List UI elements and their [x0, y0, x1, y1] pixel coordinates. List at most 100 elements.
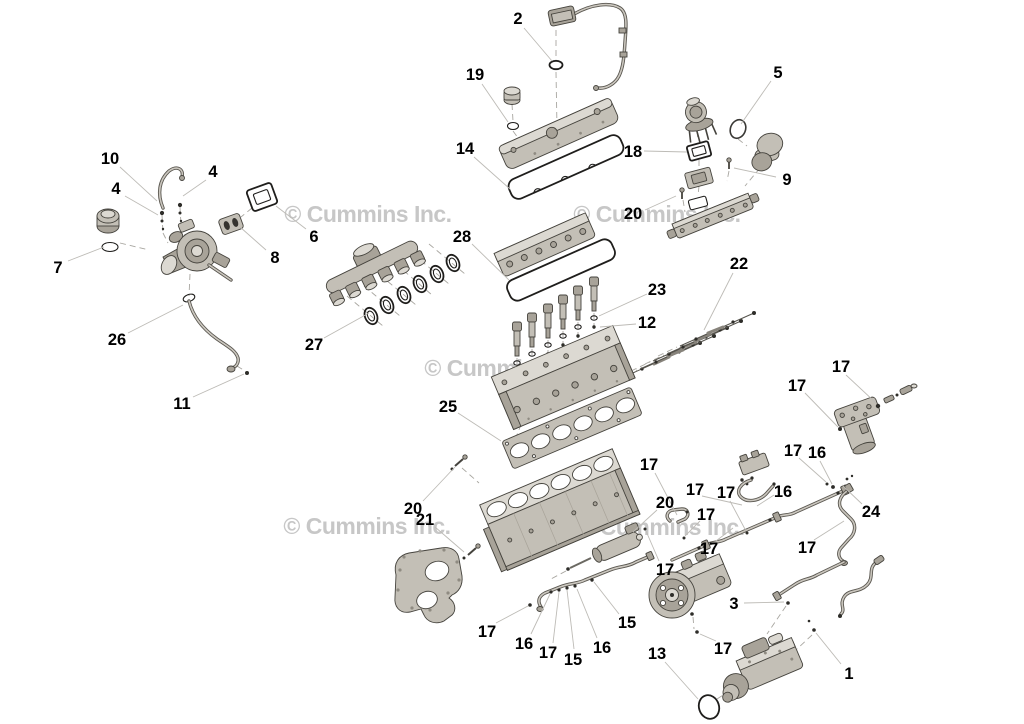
- leader-line: [192, 373, 245, 398]
- callout-25: 25: [439, 398, 457, 416]
- callout-17: 17: [832, 358, 850, 376]
- leader-line: [593, 581, 620, 615]
- cover-screw: [450, 454, 468, 471]
- leader-line: [743, 601, 785, 604]
- leader-line: [471, 243, 510, 281]
- pump-feed-tube: [772, 560, 846, 605]
- leader-line: [523, 27, 553, 62]
- callout-24: 24: [862, 503, 881, 521]
- callout-23: 23: [648, 281, 666, 299]
- rocker-gasket: [506, 238, 616, 302]
- fuel-return-manifold: [738, 449, 770, 486]
- leader-line: [576, 588, 598, 639]
- heater-housing: [684, 166, 714, 190]
- fuel-hose: [807, 555, 885, 632]
- leader-line: [644, 195, 677, 211]
- callout-15: 15: [618, 614, 636, 632]
- leader-line: [530, 593, 551, 635]
- leader-line: [422, 466, 456, 502]
- exhaust-manifold-gaskets: [363, 253, 461, 326]
- callout-17: 17: [478, 623, 496, 641]
- callout-17: 17: [798, 539, 816, 557]
- callout-17: 17: [714, 640, 732, 658]
- oil-fill-cap: [503, 86, 521, 105]
- callout-9: 9: [782, 171, 791, 189]
- leader-line: [124, 195, 159, 216]
- callout-18: 18: [624, 143, 642, 161]
- leader-line: [703, 272, 734, 331]
- leader-line: [457, 412, 502, 442]
- callout-16: 16: [808, 444, 826, 462]
- callout-19: 19: [466, 66, 484, 84]
- fuel-filter-assembly: [833, 383, 918, 455]
- leader-line: [654, 472, 678, 516]
- front-gear-cover: [394, 547, 463, 624]
- rocker-housing: [493, 212, 596, 277]
- leader-line: [740, 80, 772, 125]
- gasket-18: [685, 140, 713, 162]
- callout-20: 20: [656, 494, 674, 512]
- callout-16: 16: [593, 639, 611, 657]
- leader-line: [729, 500, 747, 532]
- callout-10: 10: [101, 150, 119, 168]
- leader-line: [473, 156, 511, 190]
- leader-line: [67, 246, 105, 262]
- o-ring-13: [697, 694, 721, 720]
- leader-line: [552, 591, 560, 644]
- sensor-harness-tube: [547, 2, 628, 91]
- oil-supply-tube: [157, 166, 185, 231]
- callout-17: 17: [784, 442, 802, 460]
- fuel-supply-line: [643, 474, 854, 562]
- leader-line: [733, 167, 777, 178]
- leader-line: [798, 457, 827, 483]
- leader-line: [632, 509, 658, 533]
- leader-line: [819, 460, 833, 485]
- callout-17: 17: [700, 540, 718, 558]
- callout-1: 1: [844, 665, 853, 683]
- callout-13: 13: [648, 645, 666, 663]
- leader-line: [684, 520, 701, 537]
- watermark-text: © Cummins Inc.: [283, 513, 450, 539]
- o-ring-2: [548, 59, 564, 71]
- valve-cover-gasket: [507, 134, 625, 200]
- callout-17: 17: [539, 644, 557, 662]
- intake-elbow: [751, 132, 784, 172]
- fuel-loop-tube-small: [665, 507, 690, 524]
- callout-17: 17: [686, 481, 704, 499]
- thermostat-cap: [96, 208, 120, 234]
- fuel-connector-rods: [625, 311, 756, 377]
- callout-12: 12: [638, 314, 656, 332]
- cover-screw: [462, 543, 481, 560]
- callout-14: 14: [456, 140, 475, 158]
- actuator-cylinder: [566, 522, 643, 571]
- o-ring-7: [101, 241, 119, 253]
- leader-line: [566, 589, 575, 650]
- o-ring-5: [729, 118, 747, 140]
- leader-line: [701, 495, 743, 506]
- screw: [726, 157, 732, 169]
- cylinder-head: [490, 324, 636, 431]
- lift-pump: [648, 550, 732, 634]
- leader-layer: [67, 27, 877, 700]
- air-throttle-unit: [685, 97, 718, 143]
- injection-pump: [697, 632, 804, 720]
- callout-17: 17: [697, 506, 715, 524]
- leader-line: [664, 661, 699, 700]
- leader-line: [323, 312, 370, 339]
- callout-15: 15: [564, 651, 582, 669]
- leader-line: [715, 527, 734, 542]
- cap-o-ring: [506, 121, 520, 131]
- leader-line: [699, 633, 717, 642]
- harness-connector: [547, 5, 577, 27]
- leader-line: [119, 166, 158, 202]
- square-gasket-6: [245, 182, 279, 212]
- leader-line: [645, 530, 660, 562]
- watermark-text: © Cummins Inc.: [284, 201, 451, 227]
- callout-4: 4: [208, 163, 218, 181]
- fuel-drain-tube: [837, 482, 857, 566]
- leader-line: [815, 632, 842, 665]
- callout-8: 8: [270, 249, 279, 267]
- callout-3: 3: [729, 595, 738, 613]
- fuel-loop-tube: [736, 476, 776, 503]
- callout-17: 17: [640, 456, 658, 474]
